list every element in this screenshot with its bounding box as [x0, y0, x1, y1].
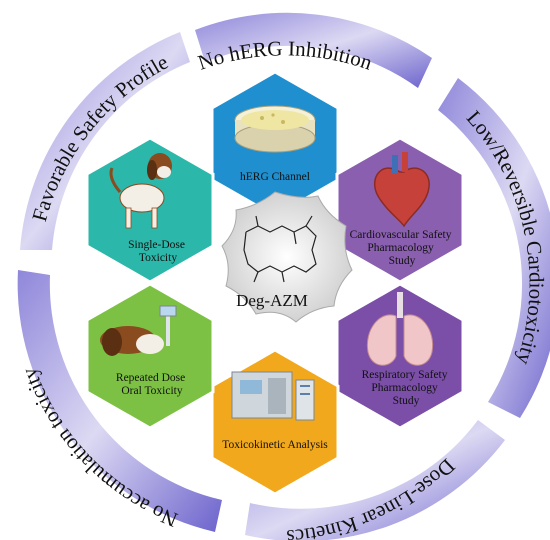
- hex-single-dose: Single-Dose Toxicity: [85, 136, 215, 284]
- respiratory-label: Respiratory Safety Pharmacology Study: [362, 369, 451, 407]
- beagle-dog-icon: [109, 153, 172, 229]
- dog-oral-dosing-icon: [100, 305, 177, 356]
- single-dose-label: Single-Dose Toxicity: [128, 239, 188, 264]
- toxicokinetic-label: Toxicokinetic Analysis: [222, 439, 328, 451]
- center-label: Deg-AZM: [236, 291, 308, 310]
- hex-toxicokinetic: Toxicokinetic Analysis: [210, 348, 340, 496]
- ring-segment-bottom-right: [245, 420, 505, 540]
- ring-segment-left: [20, 32, 190, 250]
- herg-channel-label: hERG Channel: [240, 171, 310, 183]
- heart-icon: [373, 152, 430, 228]
- outer-ring: [17, 12, 550, 540]
- cell-culture-dish-icon: [234, 105, 316, 153]
- hex-cardiovascular-safety: Cardiovascular Safety Pharmacology Study: [335, 136, 465, 284]
- ring-segment-bottom-left: [17, 270, 223, 532]
- hex-respiratory-safety: Respiratory Safety Pharmacology Study: [335, 282, 465, 430]
- center-compound: Deg-AZM: [221, 191, 353, 323]
- hex-herg-channel: hERG Channel: [210, 70, 340, 218]
- macrolide-structure-icon: [243, 215, 317, 283]
- ring-segment-top: [195, 12, 432, 88]
- ring-segment-right: [438, 78, 550, 418]
- cardio-label: Cardiovascular Safety Pharmacology Study: [350, 229, 455, 267]
- lungs-icon: [366, 292, 434, 366]
- repeated-dose-label: Repeated Dose Oral Toxicity: [116, 372, 188, 397]
- lab-instrument-icon: [231, 371, 315, 421]
- hex-repeated-dose: Repeated Dose Oral Toxicity: [85, 282, 215, 430]
